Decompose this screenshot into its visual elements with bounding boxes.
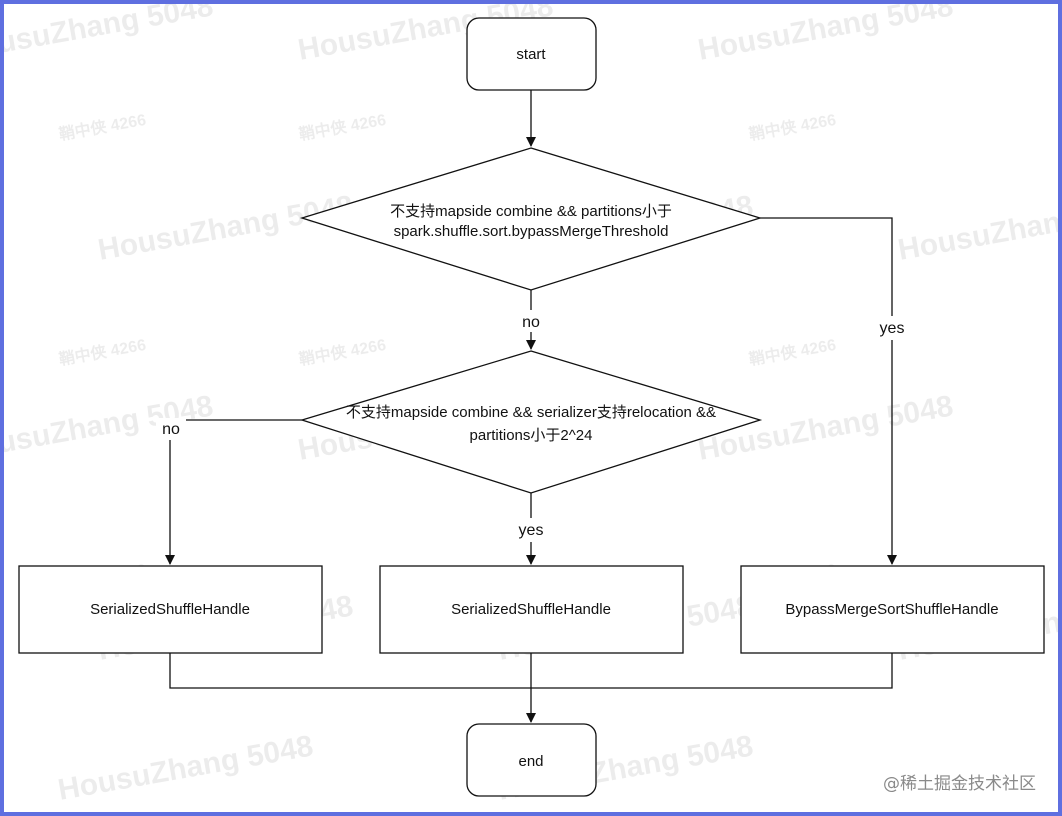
edge-handle-right-merge xyxy=(531,653,893,689)
decision1-yes-label: yes xyxy=(880,320,905,337)
start-label: start xyxy=(516,46,546,63)
watermark-text: 鞘中侠 4266 xyxy=(297,110,387,144)
decision2-no-label: no xyxy=(162,421,180,438)
decision2-yes-label: yes xyxy=(519,522,544,539)
edge-handle-left-merge xyxy=(169,653,531,689)
decision2-node xyxy=(299,350,763,494)
handle-mid-label: SerializedShuffleHandle xyxy=(451,601,611,618)
handle-right-label: BypassMergeSortShuffleHandle xyxy=(785,601,998,618)
watermark-text: HousuZhang 5048 xyxy=(95,190,355,267)
watermark-text: 鞘中侠 4266 xyxy=(747,110,837,144)
decision1-no-label: no xyxy=(522,314,540,331)
watermark-text: 鞘中侠 4266 xyxy=(57,110,147,144)
watermark-text: 鞘中侠 4266 xyxy=(297,335,387,369)
watermark-text: 鞘中侠 4266 xyxy=(747,335,837,369)
handle-right-node xyxy=(740,565,1045,654)
watermark-text: HousuZhang 5048 xyxy=(895,190,1058,267)
end-node xyxy=(466,723,597,797)
handle-mid-node xyxy=(379,565,684,654)
watermark-text: HousuZhang 5048 xyxy=(4,4,216,67)
decision2-label-line1: 不支持mapside combine && serializer支持reloca… xyxy=(346,404,716,421)
handle-left-label: SerializedShuffleHandle xyxy=(90,601,250,618)
edge-decision1-yes xyxy=(760,217,897,565)
decision2-label-line2: partitions小于2^24 xyxy=(470,427,593,444)
watermark-text: HousuZhang 5048 xyxy=(695,4,955,67)
decision1-node xyxy=(299,147,763,291)
decision1-label-line1: 不支持mapside combine && partitions小于 xyxy=(390,203,672,220)
watermark-text: 鞘中侠 4266 xyxy=(57,335,147,369)
handle-left-node xyxy=(18,565,323,654)
start-node xyxy=(466,17,597,91)
end-label: end xyxy=(518,753,543,770)
brand-watermark: @稀土掘金技术社区 xyxy=(883,774,1036,794)
decision1-label-line2: spark.shuffle.sort.bypassMergeThreshold xyxy=(394,223,669,240)
edge-decision2-no xyxy=(165,419,302,565)
watermark-text: HousuZhang 5048 xyxy=(55,730,315,807)
